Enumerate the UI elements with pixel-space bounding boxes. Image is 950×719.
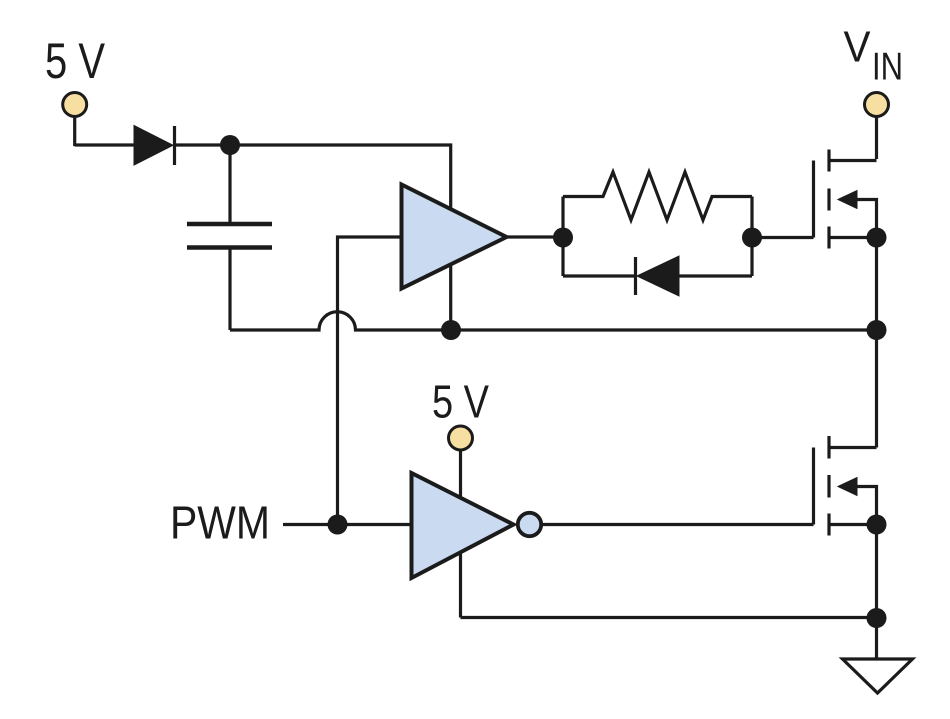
svg-text:5 V: 5 V: [45, 33, 106, 89]
svg-text:V: V: [844, 23, 872, 72]
svg-text:IN: IN: [872, 46, 903, 89]
svg-text:PWM: PWM: [170, 497, 270, 549]
svg-text:5 V: 5 V: [432, 376, 489, 428]
